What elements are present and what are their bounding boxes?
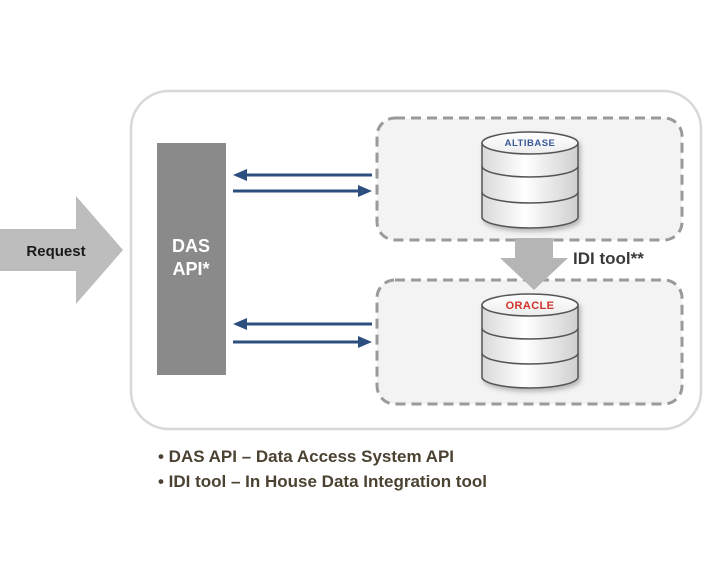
das-api-label-line1: DAS: [172, 236, 210, 256]
das-api-label-line2: API*: [172, 259, 209, 279]
legend: • DAS API – Data Access System API • IDI…: [158, 444, 487, 494]
arrow-right-bottom: [233, 336, 372, 348]
legend-item-idi-tool: • IDI tool – In House Data Integration t…: [158, 472, 487, 491]
idi-tool-arrow: [500, 238, 568, 290]
legend-item-das-api: • DAS API – Data Access System API: [158, 447, 455, 466]
arrow-left-top: [233, 169, 372, 181]
request-label: Request: [26, 243, 85, 260]
arrow-right-top: [233, 185, 372, 197]
oracle-logo: ORACLE: [506, 300, 555, 312]
idi-tool-label: IDI tool**: [573, 249, 644, 268]
bottom-arrow-pair: [233, 318, 372, 348]
altibase-database-icon: [481, 131, 579, 229]
das-api-block: DAS API*: [157, 143, 226, 375]
altibase-logo: ALTIBASE: [505, 138, 556, 149]
request-arrow: Request: [0, 196, 123, 304]
oracle-database-icon: [481, 293, 579, 389]
arrow-left-bottom: [233, 318, 372, 330]
top-arrow-pair: [233, 169, 372, 197]
